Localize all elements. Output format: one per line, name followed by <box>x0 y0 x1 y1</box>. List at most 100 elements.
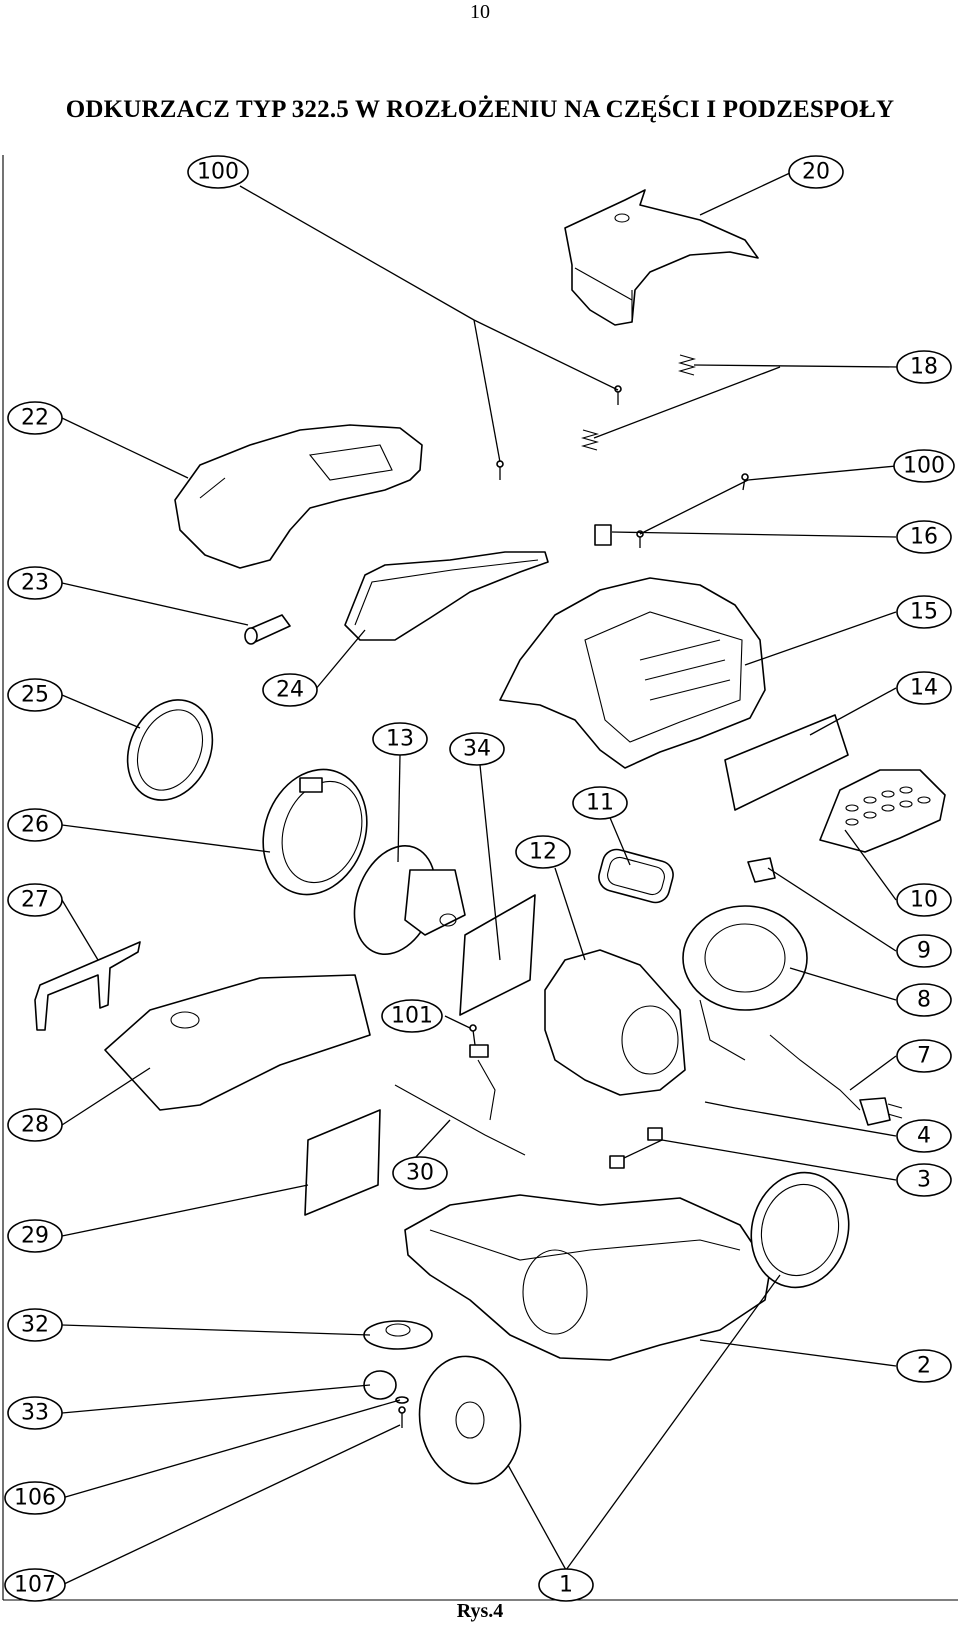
callout-29: 29 <box>7 1219 63 1253</box>
callout-12: 12 <box>515 835 571 869</box>
svg-text:13: 13 <box>386 727 414 752</box>
svg-text:9: 9 <box>917 939 931 964</box>
callout-10: 10 <box>896 883 952 917</box>
part-3-roller <box>609 1127 663 1169</box>
callout-16: 16 <box>896 520 952 554</box>
callout-106: 106 <box>4 1481 66 1515</box>
svg-text:24: 24 <box>276 678 304 703</box>
callout-7: 7 <box>896 1039 952 1073</box>
svg-text:14: 14 <box>910 676 938 701</box>
callout-2: 2 <box>896 1349 952 1383</box>
callout-14: 14 <box>896 671 952 705</box>
callout-25: 25 <box>7 678 63 712</box>
callout-26: 26 <box>7 808 63 842</box>
svg-text:8: 8 <box>917 988 931 1013</box>
figure-label: Rys.4 <box>456 1600 504 1622</box>
svg-text:1: 1 <box>559 1573 573 1598</box>
part-15-upper-housing <box>499 577 766 769</box>
part-100-screws <box>496 385 749 548</box>
callout-18: 18 <box>896 350 952 384</box>
svg-text:101: 101 <box>391 1004 433 1029</box>
part-30-wiring <box>394 1044 526 1156</box>
svg-text:20: 20 <box>802 160 830 185</box>
svg-text:7: 7 <box>917 1044 931 1069</box>
part-12-motor-chamber <box>544 949 686 1096</box>
callout-20: 20 <box>788 155 844 189</box>
part-28-dust-bag <box>104 974 371 1111</box>
callout-23: 23 <box>7 566 63 600</box>
callout-30: 30 <box>392 1156 448 1190</box>
part-9-bracket <box>747 857 776 883</box>
svg-text:23: 23 <box>21 571 49 596</box>
part-14-filter <box>724 714 849 811</box>
callout-24: 24 <box>262 673 318 707</box>
svg-text:34: 34 <box>463 737 491 762</box>
part-24-seal <box>344 551 549 641</box>
callout-9: 9 <box>896 934 952 968</box>
part-107-screw <box>398 1406 406 1428</box>
svg-text:18: 18 <box>910 355 938 380</box>
svg-text:22: 22 <box>21 406 49 431</box>
page-title: ODKURZACZ TYP 322.5 W ROZŁOŻENIU NA CZĘŚ… <box>65 96 895 123</box>
part-16-switch <box>594 524 612 546</box>
svg-text:107: 107 <box>14 1573 56 1598</box>
svg-text:28: 28 <box>21 1113 49 1138</box>
callout-13: 13 <box>372 722 428 756</box>
svg-text:3: 3 <box>917 1168 931 1193</box>
leader-lines <box>61 171 899 1586</box>
part-10-grille <box>819 769 946 853</box>
callout-22: 22 <box>7 401 63 435</box>
callout-107: 107 <box>4 1568 66 1602</box>
part-11-gasket <box>598 848 674 904</box>
part-34-filter-sheet <box>459 894 536 1016</box>
part-13-motor <box>353 844 466 956</box>
callout-15: 15 <box>896 595 952 629</box>
callout-1: 1 <box>538 1568 594 1602</box>
callout-11: 11 <box>572 786 628 820</box>
callout-33: 33 <box>7 1396 63 1430</box>
svg-text:2: 2 <box>917 1354 931 1379</box>
part-29-filter-sheet <box>304 1109 381 1216</box>
svg-text:26: 26 <box>21 813 49 838</box>
svg-text:11: 11 <box>586 791 614 816</box>
part-22-handle <box>174 424 423 569</box>
svg-text:100: 100 <box>903 454 945 479</box>
part-27-clip <box>34 941 141 1031</box>
part-23-pin <box>244 614 291 645</box>
part-7-power-cord <box>769 1034 903 1126</box>
callout-32: 32 <box>7 1308 63 1342</box>
callout-100-right: 100 <box>893 449 955 483</box>
part-32-caster-holder <box>363 1320 433 1350</box>
callout-4: 4 <box>896 1119 952 1153</box>
part-106-washer <box>395 1396 409 1404</box>
svg-text:10: 10 <box>910 888 938 913</box>
callout-8: 8 <box>896 983 952 1017</box>
callout-34: 34 <box>449 732 505 766</box>
callout-28: 28 <box>7 1108 63 1142</box>
svg-text:100: 100 <box>197 160 239 185</box>
part-26-motor-cover <box>262 768 368 896</box>
callout-101: 101 <box>381 999 443 1033</box>
part-101-screw <box>469 1024 477 1046</box>
part-2-base <box>404 1194 771 1361</box>
part-18-spring <box>580 354 697 451</box>
part-25-filter-ring <box>126 699 214 801</box>
part-rear-wheel-left <box>418 1355 522 1485</box>
part-8-fan-housing <box>682 905 808 1061</box>
svg-text:106: 106 <box>14 1486 56 1511</box>
part-rear-wheel-right <box>750 1171 850 1289</box>
svg-text:32: 32 <box>21 1313 49 1338</box>
part-4-pin <box>704 1101 736 1109</box>
callout-3: 3 <box>896 1163 952 1197</box>
svg-text:25: 25 <box>21 683 49 708</box>
page-number: 10 <box>470 1 490 23</box>
callout-27: 27 <box>7 883 63 917</box>
svg-text:16: 16 <box>910 525 938 550</box>
svg-text:33: 33 <box>21 1401 49 1426</box>
svg-text:12: 12 <box>529 840 557 865</box>
svg-text:27: 27 <box>21 888 49 913</box>
svg-text:30: 30 <box>406 1161 434 1186</box>
part-20-top-cover <box>564 189 759 326</box>
svg-text:15: 15 <box>910 600 938 625</box>
